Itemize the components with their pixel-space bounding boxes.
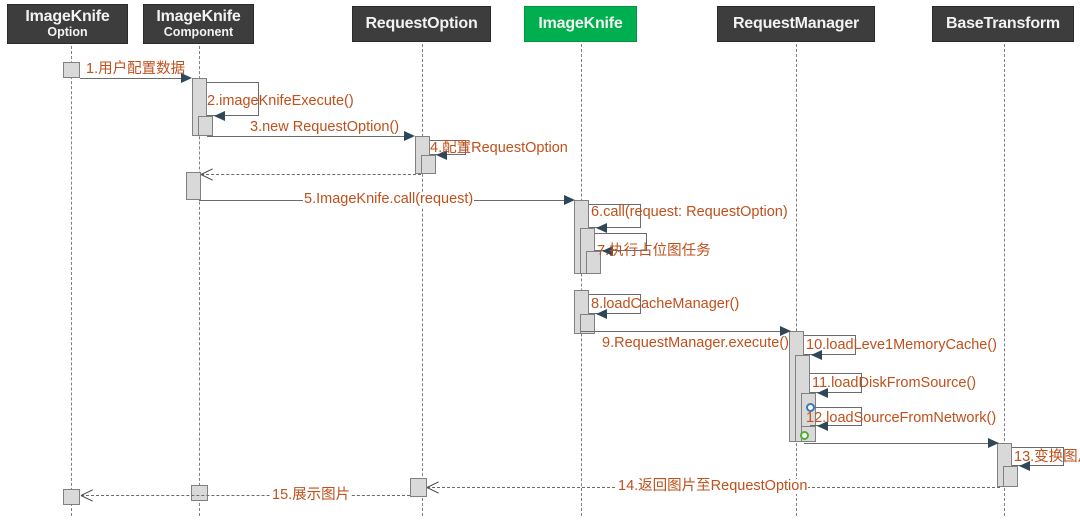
message-label-10: 10.loadLeve1MemoryCache() — [806, 337, 998, 353]
lifeline-title: BaseTransform — [946, 14, 1060, 32]
message-arrowhead-7 — [602, 245, 613, 256]
lifeline-title: RequestManager — [732, 14, 860, 32]
message-label-9: 9.RequestManager.execute() — [602, 335, 789, 351]
lifeline-header-base-transform[interactable]: BaseTransform — [932, 6, 1074, 42]
lifeline-title: ImageKnife — [538, 14, 623, 32]
message-arrowhead-6 — [596, 222, 607, 233]
message-line-request-manager-to-base-transform[interactable] — [804, 443, 990, 444]
message-label-7: 7.执行占位图任务 — [597, 243, 711, 259]
lifeline-imageknife — [581, 44, 582, 516]
lifeline-header-imageknife-component[interactable]: ImageKnife Component — [143, 4, 254, 44]
message-arrowhead-3 — [404, 130, 415, 141]
message-arrowhead-5 — [564, 194, 575, 205]
lifeline-header-imageknife-option[interactable]: ImageKnife Option — [7, 4, 128, 44]
lifeline-title: ImageKnife — [25, 7, 110, 25]
message-arrowhead-1 — [181, 72, 192, 83]
activation-imageknife-1-nested-b[interactable] — [586, 251, 601, 274]
endpoint-marker-imageknife-component-end[interactable] — [191, 485, 208, 501]
message-label-15: 15.展示图片 — [271, 487, 352, 503]
lifeline-imageknife-component — [199, 46, 200, 516]
lifeline-imageknife-option — [71, 46, 72, 516]
activation-imageknife-component-1-nested[interactable] — [198, 116, 213, 136]
message-line-1[interactable] — [80, 78, 190, 79]
lifeline-title: RequestOption — [365, 14, 478, 32]
message-line-3[interactable] — [207, 136, 405, 137]
message-label-8: 8.loadCacheManager() — [591, 296, 740, 312]
message-arrowhead-11 — [817, 387, 828, 398]
message-self-bracket-2[interactable] — [207, 82, 259, 116]
message-label-3: 3.new RequestOption() — [250, 119, 400, 135]
message-line-return-request-option[interactable] — [201, 174, 421, 175]
lifeline-header-request-manager[interactable]: RequestManager — [717, 6, 875, 42]
activation-request-option-2[interactable] — [410, 478, 427, 497]
message-arrowhead-4 — [436, 149, 447, 160]
activation-base-transform-1-nested[interactable] — [1003, 466, 1018, 487]
message-label-1: 1.用户配置数据 — [86, 61, 186, 77]
lifeline-header-request-option[interactable]: RequestOption — [352, 6, 491, 42]
message-self-bracket-13[interactable] — [1012, 447, 1064, 466]
lifeline-subtitle: Component — [163, 25, 234, 40]
message-label-13: 13.变换图片 — [1014, 449, 1080, 465]
message-self-bracket-12[interactable] — [810, 407, 862, 426]
message-label-6: 6.call(request: RequestOption) — [591, 204, 788, 220]
message-self-bracket-4[interactable] — [430, 140, 466, 155]
message-arrowhead-request-manager-to-base-transform — [988, 437, 999, 448]
message-arrowhead-9 — [780, 325, 791, 336]
message-arrowhead-12 — [817, 420, 828, 431]
message-line-15[interactable] — [81, 495, 410, 496]
message-line-9[interactable] — [581, 331, 782, 332]
message-label-5: 5.ImageKnife.call(request) — [303, 191, 475, 207]
lifeline-subtitle: Option — [47, 25, 88, 40]
endpoint-marker-start[interactable] — [63, 62, 80, 78]
message-arrowhead-8 — [596, 308, 607, 319]
activation-imageknife-component-2[interactable] — [186, 172, 201, 200]
lifeline-request-manager — [796, 44, 797, 516]
message-self-bracket-7[interactable] — [595, 233, 647, 251]
message-self-bracket-11[interactable] — [810, 373, 862, 393]
endpoint-marker-imageknife-option-end[interactable] — [63, 489, 80, 505]
message-self-bracket-6[interactable] — [589, 204, 641, 228]
activation-imageknife-2-nested[interactable] — [580, 314, 595, 334]
message-arrowhead-10 — [811, 349, 822, 360]
lifeline-request-option — [422, 44, 423, 516]
anchor-handle-green[interactable] — [800, 431, 809, 440]
message-label-2: 2.imageKnifeExecute() — [207, 93, 354, 109]
lifeline-header-imageknife[interactable]: ImageKnife — [524, 6, 637, 42]
message-label-4: 4.配置RequestOption — [430, 140, 568, 156]
message-label-11: 11.loadDiskFromSource() — [812, 375, 977, 391]
message-arrowhead-13 — [1019, 460, 1030, 471]
message-self-bracket-10[interactable] — [804, 335, 856, 355]
lifeline-title: ImageKnife — [156, 7, 241, 25]
message-label-12: 12.loadSourceFromNetwork() — [806, 410, 997, 426]
anchor-handle-blue[interactable] — [806, 403, 815, 412]
activation-request-option-1-nested[interactable] — [421, 155, 436, 174]
message-self-bracket-8[interactable] — [589, 294, 641, 314]
message-label-14: 14.返回图片至RequestOption — [617, 478, 809, 494]
lifeline-base-transform — [1004, 44, 1005, 516]
message-arrowhead-2 — [214, 110, 225, 121]
